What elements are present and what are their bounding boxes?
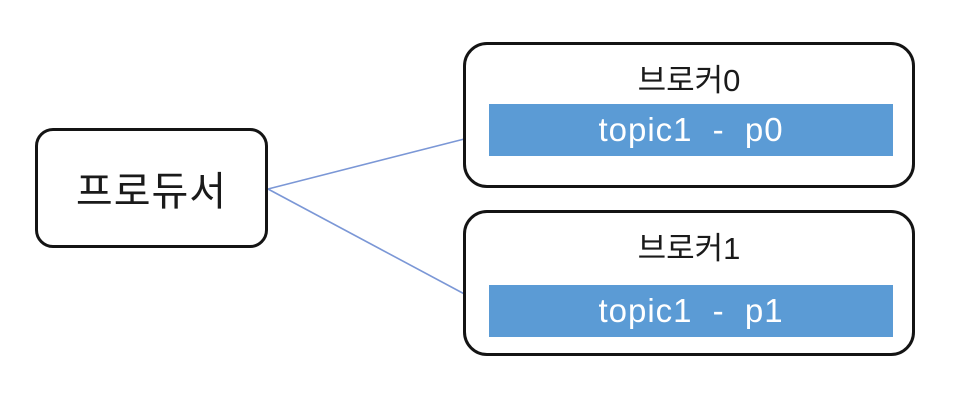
arrow-producer-to-broker1 [267,188,486,306]
arrow-producer-to-broker0 [267,132,485,190]
broker1-node: 브로커1 topic1 - p1 [463,210,915,356]
producer-label: 프로듀서 [75,170,228,214]
producer-node: 프로듀서 [35,128,268,248]
broker0-node: 브로커0 topic1 - p0 [463,42,915,188]
broker0-partition-label: topic1 - p0 [598,111,784,148]
broker1-title: 브로커1 [637,231,741,266]
broker1-partition-label: topic1 - p1 [598,292,784,329]
broker1-partition-bar: topic1 - p1 [489,285,893,337]
broker0-partition-bar: topic1 - p0 [489,104,893,156]
broker0-title: 브로커0 [637,63,741,98]
